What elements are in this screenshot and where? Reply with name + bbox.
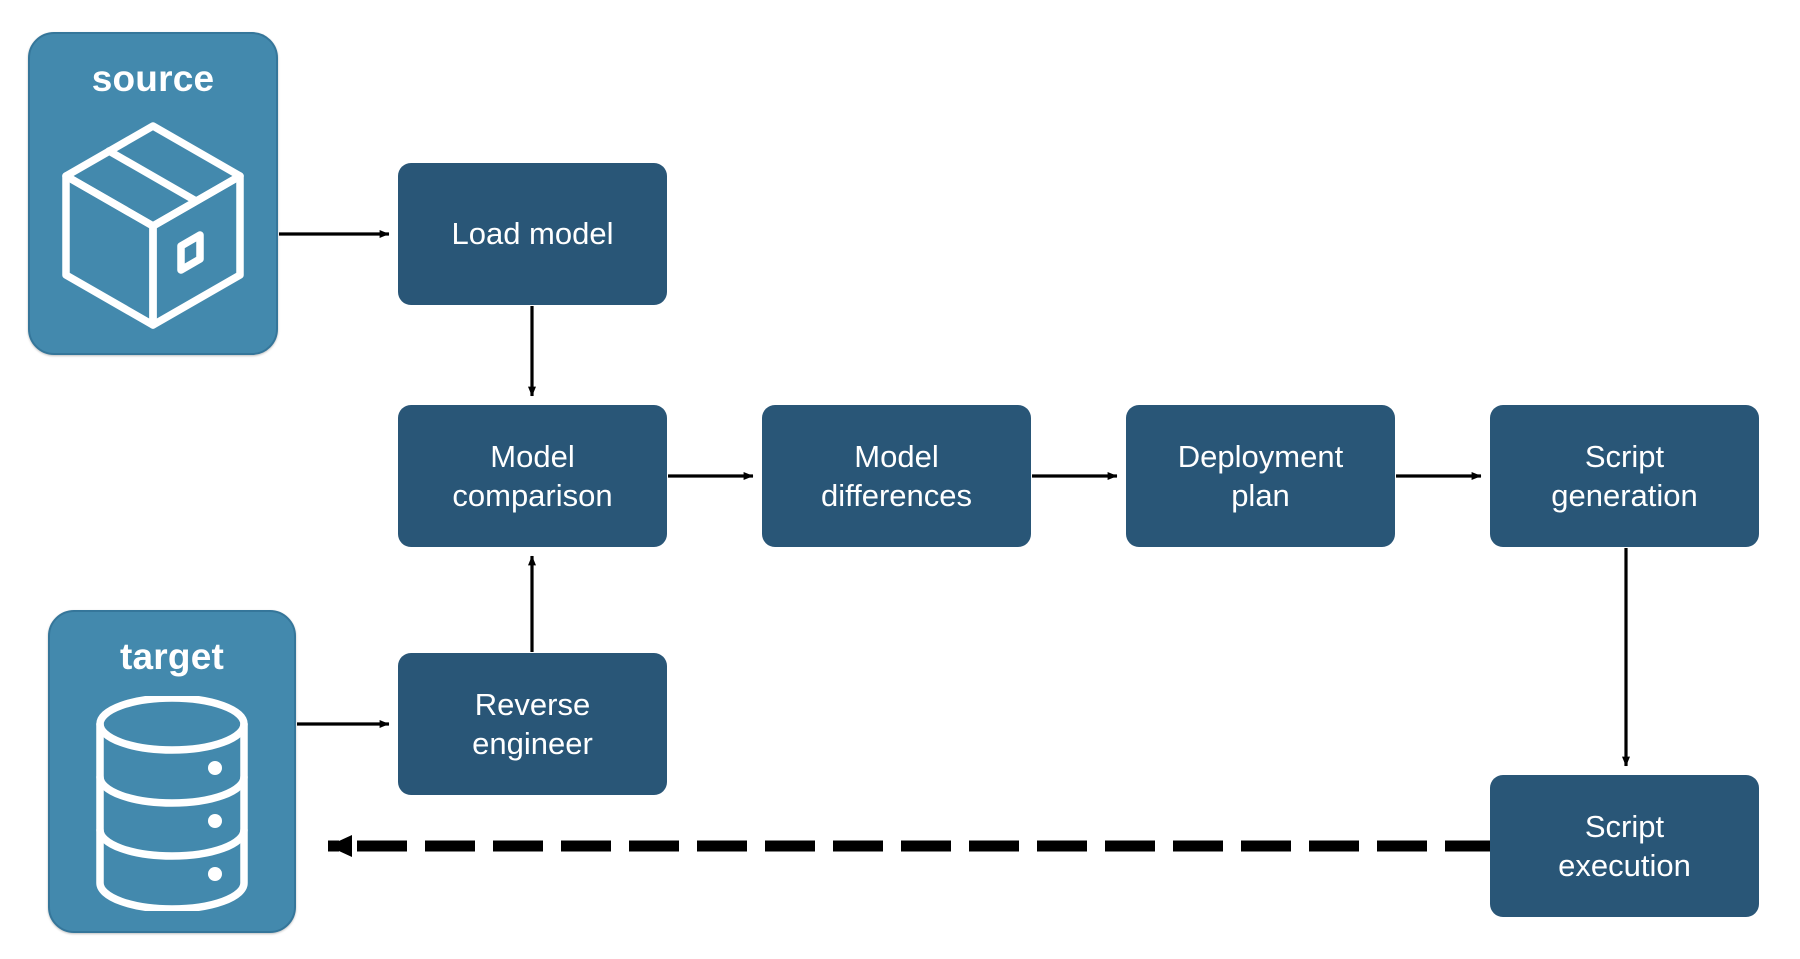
- process-model-differences[interactable]: Model differences: [762, 405, 1031, 547]
- process-script-execution[interactable]: Script execution: [1490, 775, 1759, 917]
- database-cylinder-icon: [50, 675, 294, 931]
- process-model-comparison[interactable]: Model comparison: [398, 405, 667, 547]
- endpoint-target-label: target: [120, 636, 224, 677]
- process-load-model[interactable]: Load model: [398, 163, 667, 305]
- process-script-generation[interactable]: Script generation: [1490, 405, 1759, 547]
- process-deployment-plan[interactable]: Deployment plan: [1126, 405, 1395, 547]
- process-script-execution-label: Script execution: [1558, 808, 1691, 883]
- process-script-generation-label: Script generation: [1551, 438, 1698, 513]
- process-reverse-engineer[interactable]: Reverse engineer: [398, 653, 667, 795]
- endpoint-source[interactable]: source: [28, 32, 278, 355]
- process-model-comparison-label: Model comparison: [452, 438, 613, 513]
- package-box-icon: [30, 97, 276, 353]
- process-load-model-label: Load model: [451, 216, 614, 252]
- process-reverse-engineer-label: Reverse engineer: [472, 686, 593, 761]
- process-model-differences-label: Model differences: [820, 438, 973, 513]
- endpoint-source-label: source: [91, 58, 215, 99]
- process-deployment-plan-label: Deployment plan: [1177, 438, 1344, 513]
- endpoint-target[interactable]: target: [48, 610, 296, 933]
